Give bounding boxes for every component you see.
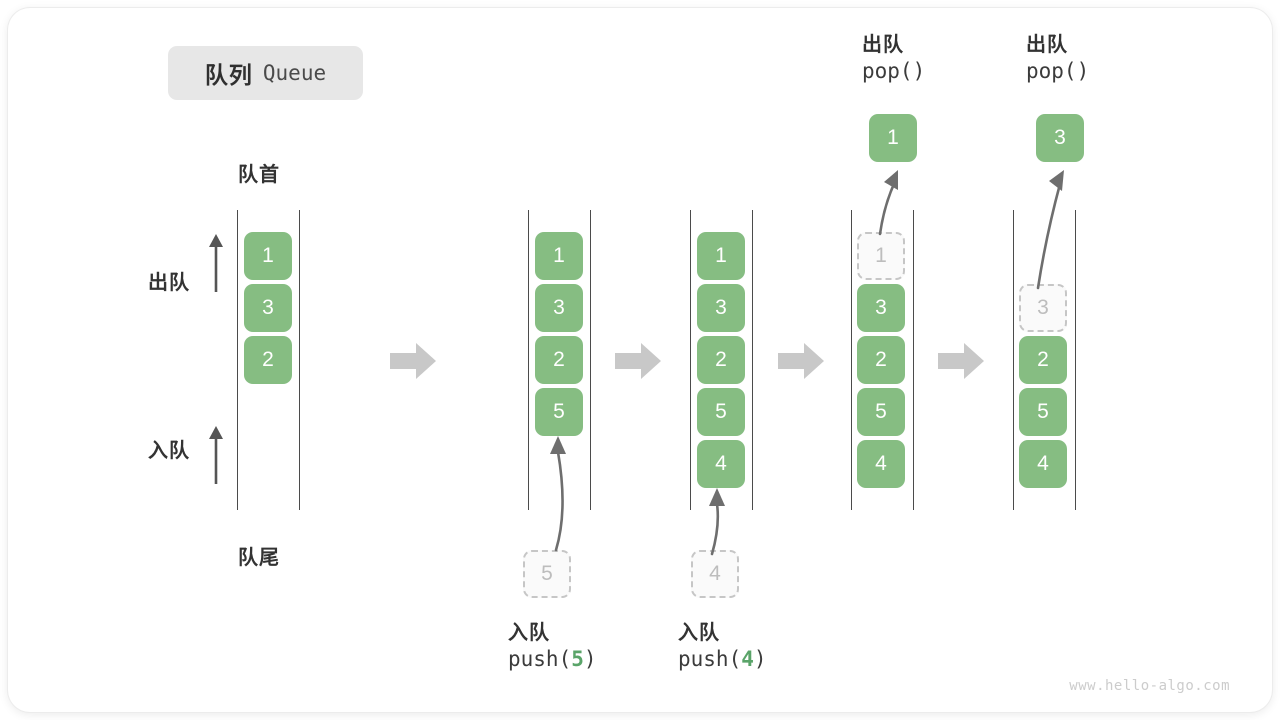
queue-rail-left-2 [528, 210, 529, 510]
code-prefix: pop( [862, 59, 913, 84]
operation-label-cn: 出队 [1026, 34, 1068, 56]
queue-rail-left-5 [1013, 210, 1014, 510]
queue-cell: 3 [244, 284, 292, 332]
code-number: 4 [741, 647, 754, 672]
popped-ghost-cell: 3 [1019, 284, 1067, 332]
queue-rail-right-1 [299, 210, 300, 510]
queue-cell: 3 [697, 284, 745, 332]
code-prefix: pop( [1026, 59, 1077, 84]
code-suffix: ) [1076, 59, 1090, 84]
operation-label-code: pop() [862, 58, 925, 86]
queue-cell: 4 [1019, 440, 1067, 488]
code-suffix: ) [753, 647, 767, 672]
queue-cell: 2 [697, 336, 745, 384]
title-en: Queue [262, 61, 327, 85]
operation-label-cn: 出队 [862, 34, 904, 56]
operation-label-push-4: 入队 push(4) [678, 620, 767, 674]
operation-label-code: pop() [1026, 58, 1089, 86]
queue-rail-left-3 [690, 210, 691, 510]
dequeue-direction-label: 出队 [148, 272, 190, 294]
queue-cell: 5 [535, 388, 583, 436]
queue-cell: 4 [697, 440, 745, 488]
operation-label-cn: 入队 [678, 622, 720, 644]
step-arrow-icon [778, 343, 824, 379]
step-arrow-icon [615, 343, 661, 379]
queue-cell: 4 [857, 440, 905, 488]
queue-rail-left-4 [851, 210, 852, 510]
queue-cell: 3 [535, 284, 583, 332]
enqueue-direction-label: 入队 [148, 440, 190, 462]
popped-cell: 3 [1036, 114, 1084, 162]
code-prefix: push( [508, 647, 572, 672]
dequeue-up-arrow-icon [209, 234, 223, 292]
queue-head-label: 队首 [238, 164, 280, 186]
operation-label-pop-1: 出队 pop() [862, 32, 925, 86]
popped-cell: 1 [869, 114, 917, 162]
incoming-ghost-cell: 4 [691, 550, 739, 598]
operation-label-cn: 入队 [508, 622, 550, 644]
queue-tail-label: 队尾 [238, 547, 280, 569]
queue-rail-right-5 [1075, 210, 1076, 510]
queue-cell: 2 [535, 336, 583, 384]
queue-cell: 5 [1019, 388, 1067, 436]
operation-label-code: push(5) [508, 646, 597, 674]
operation-label-push-5: 入队 push(5) [508, 620, 597, 674]
queue-cell: 1 [697, 232, 745, 280]
popped-ghost-cell: 1 [857, 232, 905, 280]
queue-rail-right-4 [913, 210, 914, 510]
queue-cell: 5 [697, 388, 745, 436]
step-arrow-icon [390, 343, 436, 379]
queue-rail-left-1 [237, 210, 238, 510]
queue-rail-right-2 [590, 210, 591, 510]
code-number: 5 [571, 647, 584, 672]
code-suffix: ) [583, 647, 597, 672]
title-badge: 队列 Queue [168, 46, 363, 100]
queue-cell: 5 [857, 388, 905, 436]
code-prefix: push( [678, 647, 742, 672]
queue-cell: 2 [857, 336, 905, 384]
queue-cell: 1 [535, 232, 583, 280]
operation-label-code: push(4) [678, 646, 767, 674]
title-cn: 队列 [204, 62, 253, 88]
queue-cell: 2 [244, 336, 292, 384]
queue-cell: 2 [1019, 336, 1067, 384]
operation-label-pop-3: 出队 pop() [1026, 32, 1089, 86]
queue-rail-right-3 [752, 210, 753, 510]
code-suffix: ) [912, 59, 926, 84]
queue-cell: 3 [857, 284, 905, 332]
queue-cell: 1 [244, 232, 292, 280]
enqueue-up-arrow-icon [209, 426, 223, 484]
step-arrow-icon [938, 343, 984, 379]
incoming-ghost-cell: 5 [523, 550, 571, 598]
watermark: www.hello-algo.com [1069, 678, 1230, 694]
